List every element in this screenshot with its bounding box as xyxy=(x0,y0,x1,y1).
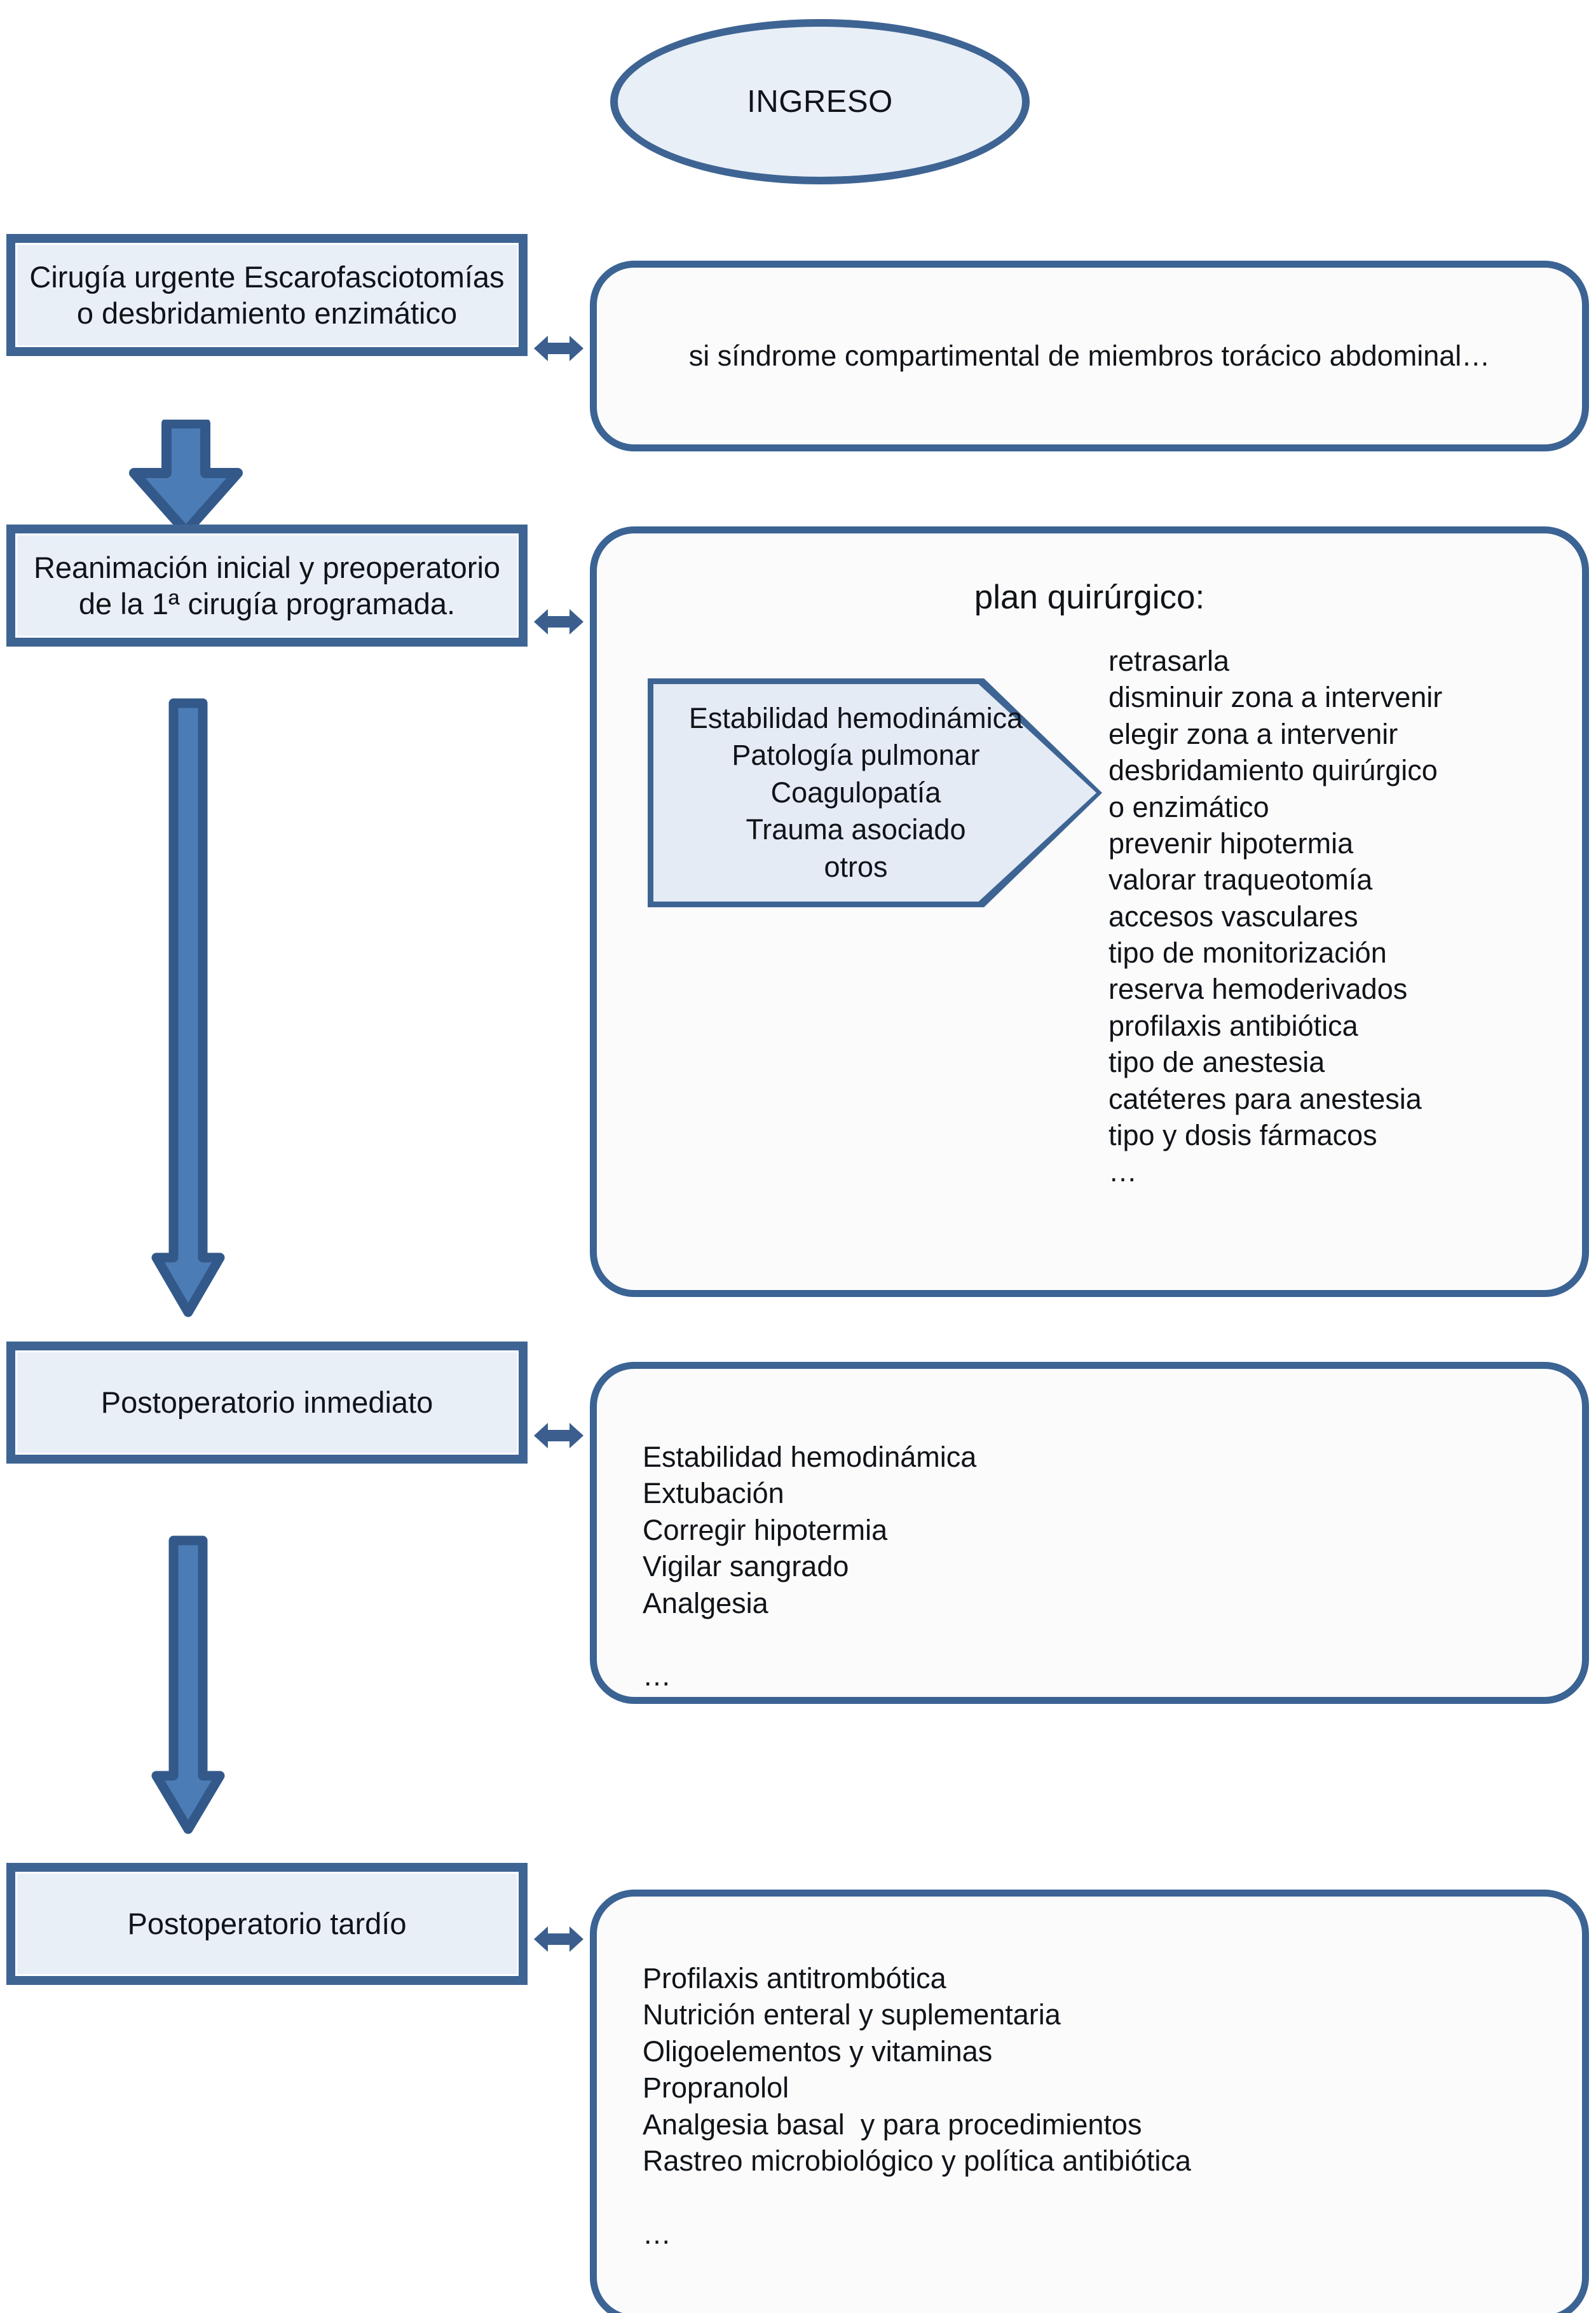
double-headed-arrow-1 xyxy=(534,336,583,361)
callout-sindrome-compartimental: si síndrome compartimental de miembros t… xyxy=(590,261,1589,451)
stage-label-postoperatorio-tardio: Postoperatorio tardío xyxy=(127,1907,407,1941)
stage-label-cirugia-urgente: Cirugía urgente Escarofasciotomías o des… xyxy=(29,259,505,330)
stage-label-reanimacion-inicial: Reanimación inicial y preoperatorio de l… xyxy=(33,550,501,621)
callout-sindrome-text: si síndrome compartimental de miembros t… xyxy=(688,339,1490,372)
stage-box-postoperatorio-inmediato: Postoperatorio inmediato xyxy=(6,1342,528,1464)
callout-plan-quirurgico: plan quirúrgico: Estabilidad hemodinámic… xyxy=(590,526,1589,1297)
pentagon-factores-text: Estabilidad hemodinámica Patología pulmo… xyxy=(688,701,1023,883)
double-headed-arrow-2 xyxy=(534,609,583,635)
stage-label-postoperatorio-inmediato: Postoperatorio inmediato xyxy=(100,1385,433,1420)
stage-box-postoperatorio-tardio: Postoperatorio tardío xyxy=(6,1863,528,1985)
callout-postoperatorio-tardio: Profilaxis antitrombótica Nutrición ente… xyxy=(590,1890,1589,2313)
plan-quirurgico-action-list: retrasarla disminuir zona a intervenir e… xyxy=(1108,645,1443,1188)
postoperatorio-tardio-list: Profilaxis antitrombótica Nutrición ente… xyxy=(643,1962,1191,2250)
down-arrow-2 xyxy=(151,698,225,1317)
start-node-ingreso: INGRESO xyxy=(610,19,1030,184)
plan-quirurgico-title: plan quirúrgico: xyxy=(974,579,1205,616)
pentagon-factores-clinicos: Estabilidad hemodinámica Patología pulmo… xyxy=(648,678,1102,907)
stage-box-reanimacion-inicial: Reanimación inicial y preoperatorio de l… xyxy=(6,525,528,647)
callout-postoperatorio-inmediato: Estabilidad hemodinámica Extubación Corr… xyxy=(590,1362,1589,1704)
stage-box-cirugia-urgente: Cirugía urgente Escarofasciotomías o des… xyxy=(6,234,528,356)
down-arrow-1 xyxy=(129,420,243,537)
double-headed-arrow-3 xyxy=(534,1423,583,1448)
start-node-label: INGRESO xyxy=(747,85,893,119)
postoperatorio-inmediato-list: Estabilidad hemodinámica Extubación Corr… xyxy=(643,1441,977,1692)
down-arrow-3 xyxy=(151,1535,225,1834)
double-headed-arrow-4 xyxy=(534,1926,583,1952)
